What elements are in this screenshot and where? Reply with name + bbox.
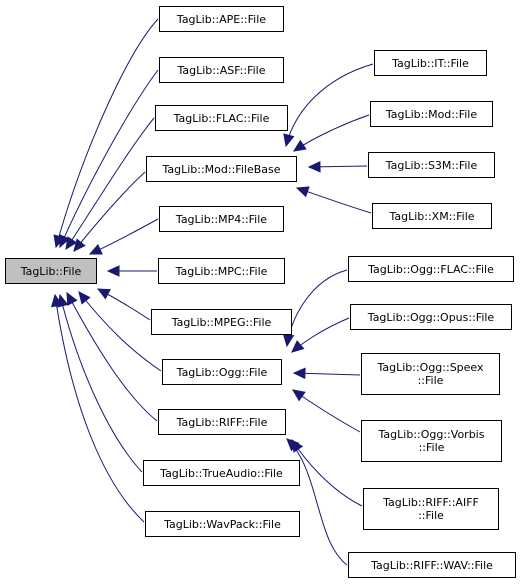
- edge-ogg-to-root: [78, 291, 162, 372]
- node-s3m-file[interactable]: TagLib::S3M::File: [368, 152, 495, 178]
- arrowhead-oggspeex-to-ogg: [292, 367, 306, 380]
- arrowhead-riffwav-to-riff: [286, 438, 300, 452]
- node-riff-wav-file[interactable]: TagLib::RIFF::WAV::File: [348, 552, 516, 578]
- edge-wavpack-to-root: [54, 294, 145, 523]
- arrowhead-wavpack-to-root: [51, 293, 63, 308]
- node-ape-file[interactable]: TagLib::APE::File: [159, 6, 284, 32]
- arrowhead-asf-to-root: [59, 234, 70, 249]
- node-mpeg-file[interactable]: TagLib::MPEG::File: [151, 309, 292, 335]
- node-taglib-file: TagLib::File: [5, 258, 97, 284]
- arrowhead-mod-to-modbase: [293, 139, 307, 152]
- edge-oggflac-to-ogg: [286, 269, 348, 347]
- edge-trueaudio-to-root: [59, 294, 143, 473]
- edge-asf-to-root: [59, 69, 159, 248]
- node-flac-file[interactable]: TagLib::FLAC::File: [155, 105, 288, 131]
- arrowhead-mpeg-to-root: [96, 288, 111, 300]
- node-riff-file[interactable]: TagLib::RIFF::File: [158, 409, 286, 435]
- node-xm-file[interactable]: TagLib::XM::File: [372, 203, 492, 229]
- node-mp4-file[interactable]: TagLib::MP4::File: [159, 206, 284, 232]
- node-mod-filebase[interactable]: TagLib::Mod::FileBase: [146, 156, 297, 182]
- edge-riffwav-to-riff: [286, 438, 348, 566]
- node-it-file[interactable]: TagLib::IT::File: [374, 50, 487, 76]
- arrowhead-oggflac-to-ogg: [282, 333, 295, 348]
- edge-mod-to-modbase: [293, 114, 370, 152]
- arrowhead-riff-to-root: [66, 291, 78, 306]
- edge-flac-to-root: [65, 117, 155, 250]
- node-mod-file[interactable]: TagLib::Mod::File: [370, 101, 493, 127]
- edge-riffaiff-to-riff: [291, 439, 363, 507]
- node-riff-aiff-file[interactable]: TagLib::RIFF::AIFF ::File: [363, 488, 499, 530]
- arrowhead-mpc-to-root: [106, 265, 120, 277]
- node-ogg-opus-file[interactable]: TagLib::Ogg::Opus::File: [350, 304, 512, 330]
- node-ogg-vorbis-file[interactable]: TagLib::Ogg::Vorbis ::File: [361, 420, 502, 462]
- arrowhead-mp4-to-root: [88, 243, 103, 255]
- arrowhead-it-to-modbase: [283, 133, 295, 148]
- edge-ape-to-root: [55, 18, 159, 248]
- arrowhead-flac-to-root: [65, 236, 78, 251]
- edge-xm-to-modbase: [296, 187, 372, 214]
- edge-riff-to-root: [66, 292, 158, 422]
- arrowhead-xm-to-modbase: [295, 186, 310, 198]
- node-ogg-speex-file[interactable]: TagLib::Ogg::Speex ::File: [361, 353, 500, 395]
- node-trueaudio-file[interactable]: TagLib::TrueAudio::File: [143, 460, 300, 486]
- node-mpc-file[interactable]: TagLib::MPC::File: [158, 258, 285, 284]
- node-wavpack-file[interactable]: TagLib::WavPack::File: [145, 511, 300, 537]
- arrowhead-s3m-to-modbase: [307, 161, 321, 173]
- node-ogg-flac-file[interactable]: TagLib::Ogg::FLAC::File: [348, 256, 514, 282]
- arrowhead-oggopus-to-ogg: [291, 340, 305, 353]
- edge-oggvorbis-to-ogg: [292, 389, 361, 433]
- edge-it-to-modbase: [285, 63, 374, 147]
- node-asf-file[interactable]: TagLib::ASF::File: [159, 57, 284, 83]
- arrowhead-oggvorbis-to-ogg: [292, 389, 306, 402]
- node-ogg-file[interactable]: TagLib::Ogg::File: [162, 359, 282, 385]
- arrowhead-ogg-to-root: [78, 291, 91, 305]
- edge-modbase-to-root: [73, 171, 146, 252]
- arrowhead-modbase-to-root: [73, 238, 86, 252]
